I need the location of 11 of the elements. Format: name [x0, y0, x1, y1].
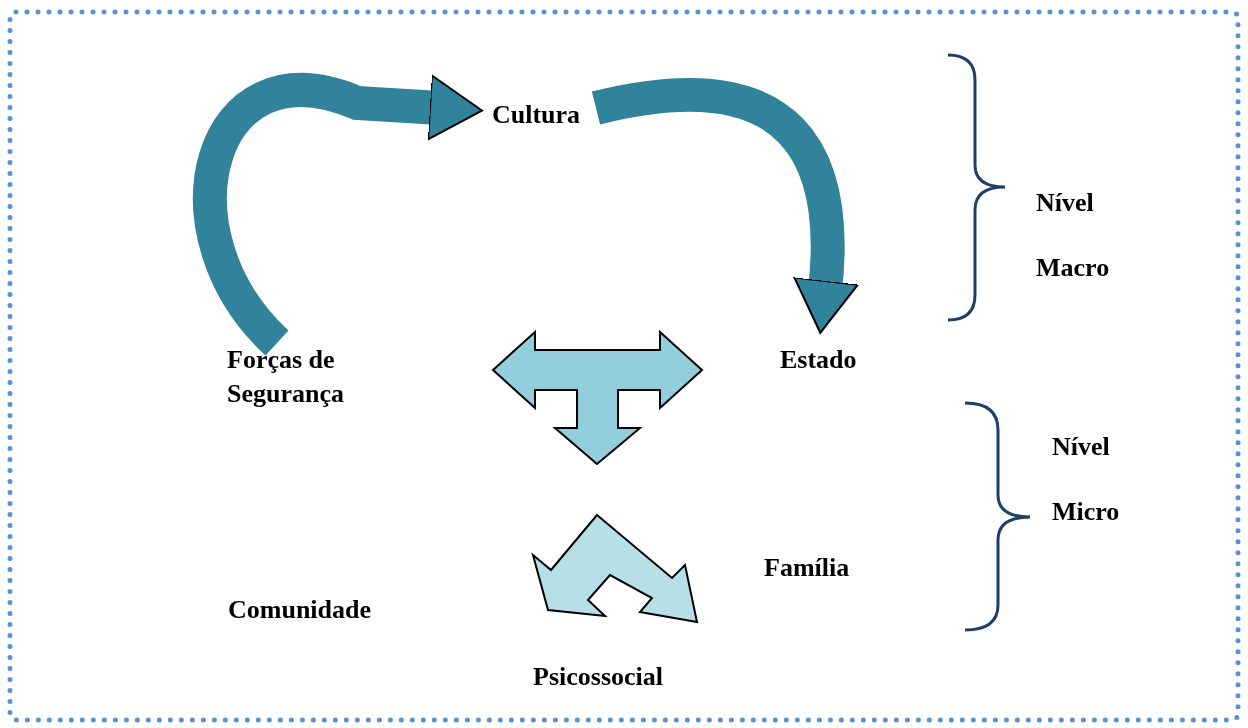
concept-label: Comunidade — [228, 593, 394, 627]
curved-arrow — [592, 78, 859, 334]
level-label: Nível Micro — [1052, 431, 1121, 528]
concept-label: Família — [764, 551, 864, 585]
concept-label: Cultura — [492, 98, 596, 132]
concept-label: Psicossocial — [533, 660, 685, 694]
concept-label: Estado — [780, 343, 872, 377]
block-arrow — [490, 330, 705, 468]
curved-arrow — [193, 73, 483, 355]
level-label: Nível Macro — [1036, 187, 1111, 284]
concept-label: Forças de Segurança — [227, 343, 367, 411]
